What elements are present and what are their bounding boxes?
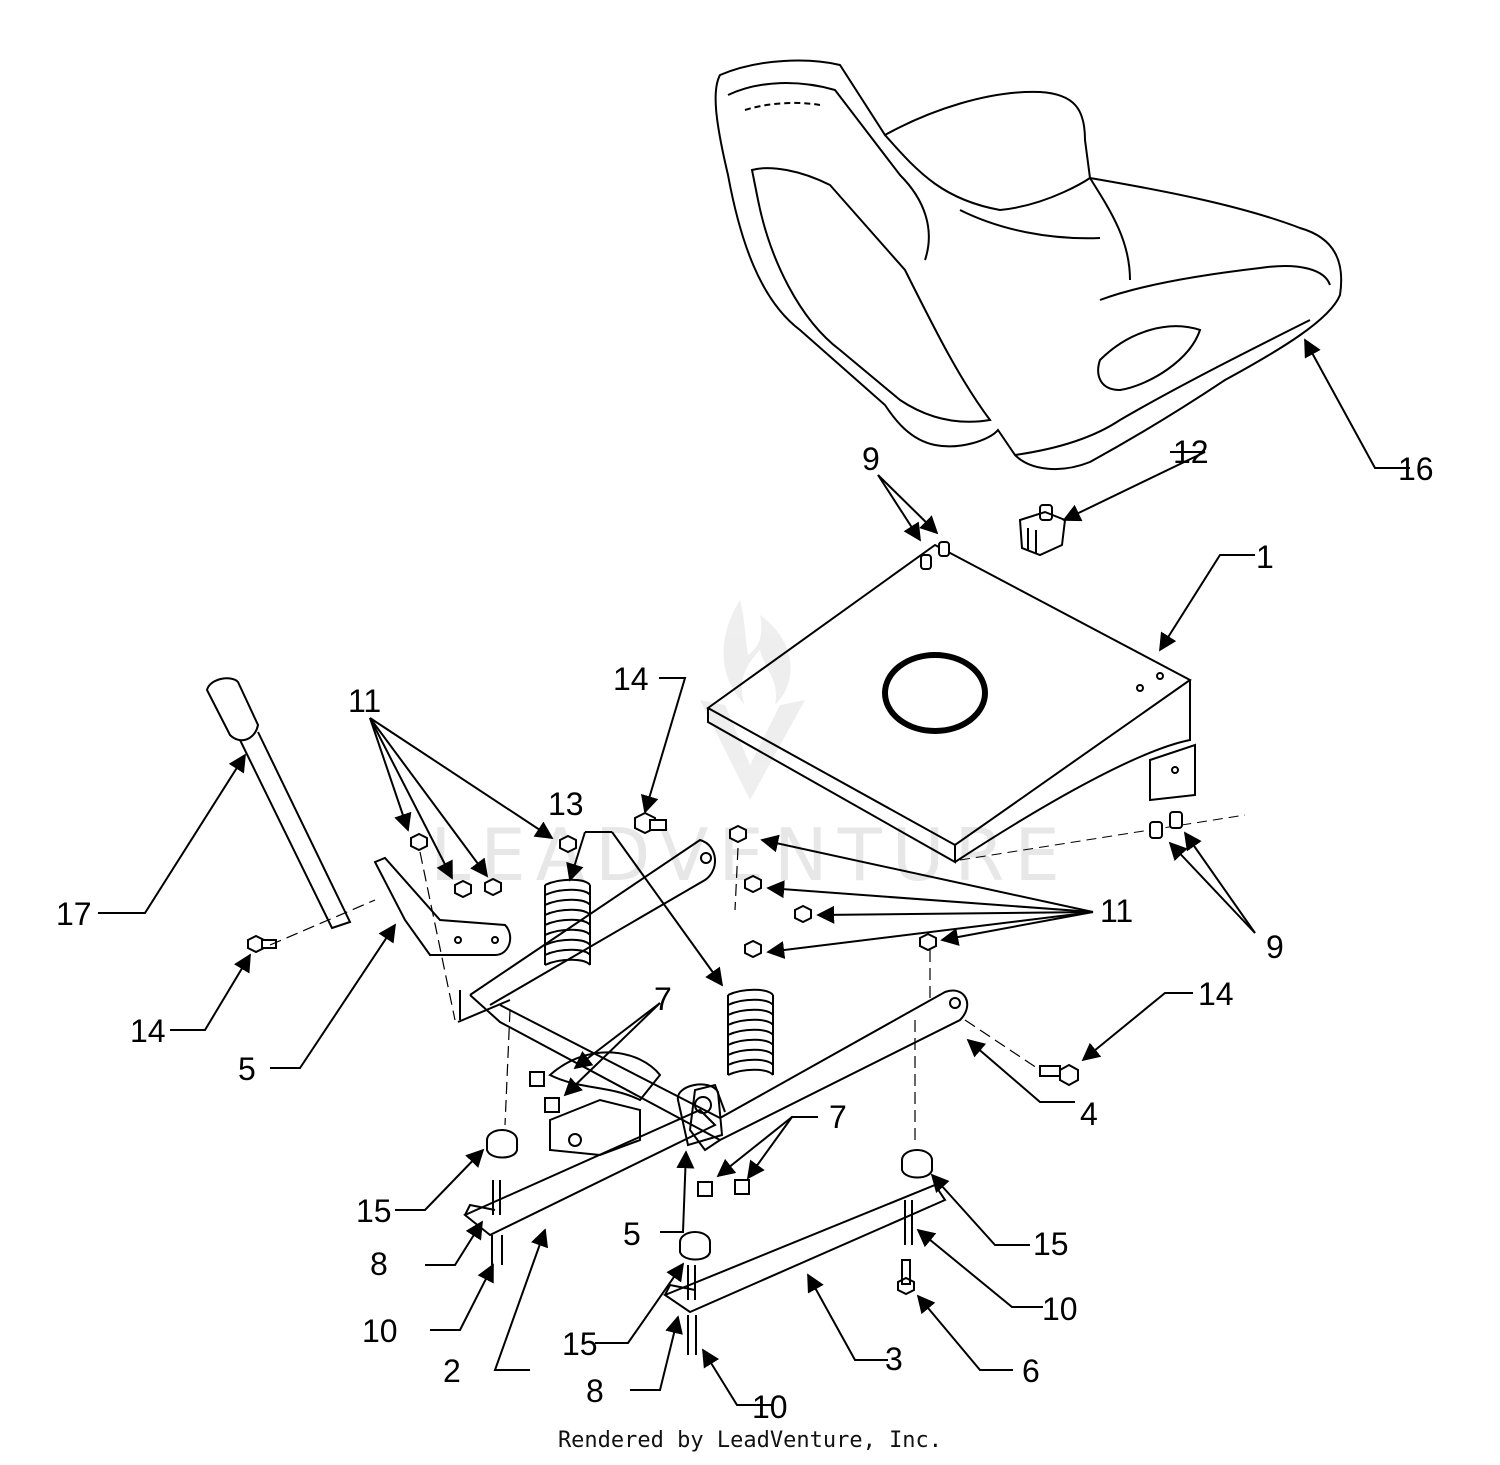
bolts-part-7 [529, 1071, 750, 1197]
callout-7-left: 7 [654, 981, 672, 1017]
seat-pan-part-1 [706, 543, 1246, 864]
callout-7-right: 7 [829, 1099, 847, 1135]
callout-8-left: 8 [370, 1246, 388, 1282]
watermark-logo [700, 600, 805, 800]
callout-10-right: 10 [1042, 1291, 1078, 1327]
callout-9-top: 9 [862, 441, 880, 477]
callout-12: 12 [1173, 434, 1209, 470]
rail-part-3 [662, 1183, 947, 1355]
callout-15-bottom: 15 [562, 1326, 598, 1362]
callout-17: 17 [56, 896, 92, 932]
callout-4: 4 [1080, 1096, 1098, 1132]
callout-10-left: 10 [362, 1313, 398, 1349]
callout-13: 13 [548, 786, 584, 822]
callout-5-lower: 5 [623, 1216, 641, 1252]
spring-left-part-13 [544, 878, 591, 966]
callout-14-top: 14 [613, 661, 649, 697]
callout-11-left: 11 [348, 683, 381, 719]
nuts-part-11 [410, 824, 937, 959]
callout-11-right: 11 [1100, 893, 1133, 929]
callout-1: 1 [1256, 539, 1274, 575]
callout-8-right: 8 [586, 1373, 604, 1409]
bushings-part-15 [486, 1129, 933, 1261]
callout-6: 6 [1022, 1353, 1040, 1389]
callout-2: 2 [443, 1353, 461, 1389]
spring-right-part-13 [727, 988, 774, 1076]
callout-15-left: 15 [356, 1193, 392, 1229]
callout-3: 3 [885, 1341, 903, 1377]
seat-part-16 [714, 59, 1343, 471]
leader-lines [98, 338, 1410, 1406]
lever-part-17 [205, 677, 352, 930]
callout-15-right: 15 [1033, 1226, 1069, 1262]
bolts-part-14 [247, 811, 1079, 1087]
callout-10-bottom: 10 [752, 1389, 788, 1425]
alignment-lines [269, 847, 1041, 1145]
bracket-part-5 [373, 856, 512, 956]
callout-9-right: 9 [1266, 929, 1284, 965]
callout-14-left: 14 [130, 1013, 166, 1049]
callout-14-right: 14 [1198, 976, 1234, 1012]
footer-credit: Rendered by LeadVenture, Inc. [557, 1428, 943, 1453]
callout-16: 16 [1398, 451, 1434, 487]
seat-switch-part-12 [1018, 504, 1067, 557]
callout-5-upper: 5 [238, 1051, 256, 1087]
hardware-part-9 [920, 541, 1183, 839]
